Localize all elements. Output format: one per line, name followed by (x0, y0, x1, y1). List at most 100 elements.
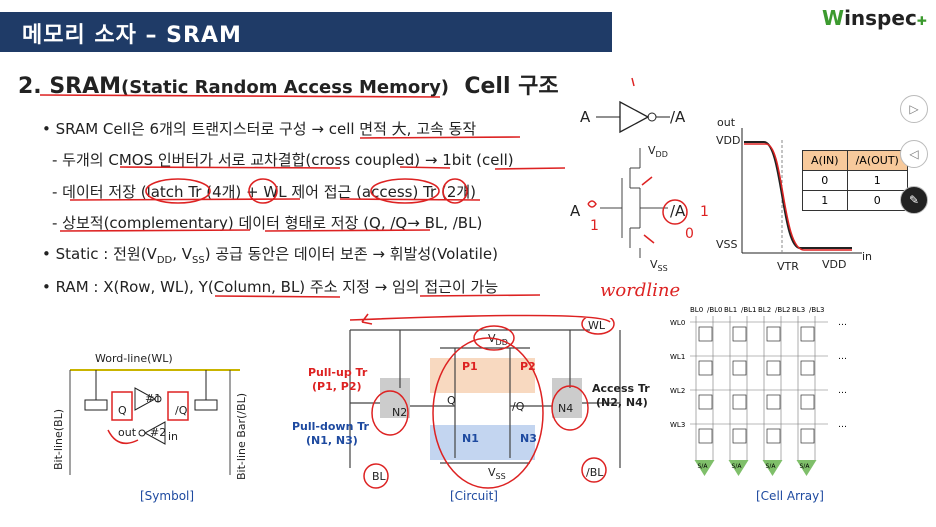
svg-text:VSS: VSS (650, 258, 668, 273)
next-slide-button[interactable]: ▷ (900, 95, 928, 123)
svg-text:(N1, N3): (N1, N3) (306, 434, 358, 447)
svg-text:1: 1 (700, 204, 709, 220)
sram-cell (698, 428, 713, 444)
more-columns-ellipsis: … (838, 352, 847, 362)
sram-cell (732, 360, 747, 376)
svg-text:VDD: VDD (716, 134, 740, 147)
svg-text:in: in (168, 430, 178, 443)
array-row-label: WL3 (670, 421, 685, 429)
svg-text:P2: P2 (520, 360, 536, 373)
svg-text:Word-line(WL): Word-line(WL) (95, 352, 173, 365)
svg-text:/Q: /Q (175, 404, 188, 417)
more-columns-ellipsis: … (838, 318, 847, 328)
array-col-label: /BL1 (741, 306, 757, 314)
sram-cell (698, 360, 713, 376)
sense-amp-label: S/A (800, 463, 811, 470)
svg-text:/BL: /BL (586, 466, 604, 479)
page-title: 메모리 소자 – SRAM (22, 23, 242, 48)
svg-text:P1: P1 (462, 360, 478, 373)
array-col-label: BL3 (792, 306, 805, 314)
bullet-3: - 데이터 저장 (latch Tr (4개) + WL 제어 접근 (acce… (52, 183, 477, 201)
svg-text:VDD: VDD (822, 258, 846, 271)
svg-text:/Q: /Q (512, 400, 525, 413)
bullet-2: - 두개의 CMOS 인버터가 서로 교차결합(cross coupled) →… (52, 151, 514, 169)
svg-text:out: out (118, 426, 137, 439)
winspec-logo: Winspec✚ (822, 6, 927, 30)
svg-text:VSS: VSS (488, 466, 506, 481)
svg-text:#2: #2 (150, 426, 166, 439)
transfer-curve-graph: out in VDD VSS VTR VDD (716, 116, 872, 273)
svg-text:N3: N3 (520, 432, 537, 445)
sense-amp-label: S/A (766, 463, 777, 470)
array-row-label: WL1 (670, 353, 685, 361)
svg-text:A: A (580, 108, 591, 126)
array-col-label: BL2 (758, 306, 771, 314)
array-col-label: /BL2 (775, 306, 791, 314)
svg-text:Bit-line(BL): Bit-line(BL) (52, 409, 65, 470)
svg-text:(N2, N4): (N2, N4) (596, 396, 648, 409)
title-bar: 메모리 소자 – SRAM (0, 12, 612, 52)
more-columns-ellipsis: … (838, 386, 847, 396)
sram-cell (732, 326, 747, 342)
sram-cell (800, 360, 815, 376)
svg-text:Pull-up Tr: Pull-up Tr (308, 366, 368, 379)
pen-tool-button[interactable]: ✎ (900, 186, 928, 214)
svg-text:N4: N4 (558, 402, 573, 415)
array-col-label: BL0 (690, 306, 703, 314)
array-row-label: WL0 (670, 319, 685, 327)
sram-cell (766, 326, 781, 342)
array-col-label: /BL0 (707, 306, 723, 314)
svg-text:Bit-line Bar(/BL): Bit-line Bar(/BL) (235, 393, 248, 480)
bullet-1: • SRAM Cell은 6개의 트랜지스터로 구성 → cell 면적 大, … (42, 120, 477, 138)
svg-text:Pull-down Tr: Pull-down Tr (292, 420, 370, 433)
bullet-6: • RAM : X(Row, WL), Y(Column, BL) 주소 지정 … (42, 278, 499, 296)
sram-cell (800, 326, 815, 342)
inverter-diagram: A /A VDD A /A VSS 1 0 1 (570, 77, 709, 273)
svg-text:(P1, P2): (P1, P2) (312, 380, 362, 393)
array-col-label: BL1 (724, 306, 737, 314)
sense-amp (796, 460, 817, 476)
sram-symbol-diagram: Word-line(WL) Bit-line(BL) Bit-line Bar(… (52, 352, 248, 503)
svg-text:/A: /A (670, 108, 686, 126)
svg-text:N2: N2 (392, 406, 407, 419)
previous-slide-button[interactable]: ◁ (900, 140, 928, 168)
svg-text:VDD: VDD (648, 144, 668, 159)
sram-cell (698, 326, 713, 342)
sram-cell (732, 428, 747, 444)
svg-text:WL: WL (588, 319, 606, 332)
sense-amp-label: S/A (732, 463, 743, 470)
svg-text:VSS: VSS (716, 238, 738, 251)
symbol-caption: [Symbol] (140, 489, 194, 503)
sram-cell (800, 394, 815, 410)
sense-amp-label: S/A (698, 463, 709, 470)
bullet-5: • Static : 전원(VDD, VSS) 공급 동안은 데이터 보존 → … (42, 245, 498, 266)
svg-text:/A: /A (670, 202, 686, 220)
svg-text:Q: Q (447, 394, 456, 407)
sense-amp (762, 460, 783, 476)
svg-text:N1: N1 (462, 432, 479, 445)
svg-text:A: A (570, 202, 581, 220)
svg-text:BL: BL (372, 470, 387, 483)
sense-amp (694, 460, 715, 476)
array-row-label: WL2 (670, 387, 685, 395)
sram-cell (766, 360, 781, 376)
sram-cell (732, 394, 747, 410)
svg-text:out: out (717, 116, 736, 129)
array-caption: [Cell Array] (756, 489, 824, 503)
sram-circuit-diagram: Pull-up Tr (P1, P2) Pull-down Tr (N1, N3… (292, 318, 650, 503)
sram-cell (698, 394, 713, 410)
svg-text:Access Tr: Access Tr (592, 382, 650, 395)
sram-cell (766, 428, 781, 444)
svg-text:#1: #1 (145, 392, 161, 405)
sense-amp (728, 460, 749, 476)
circuit-caption: [Circuit] (450, 489, 498, 503)
svg-text:1: 1 (590, 218, 599, 234)
array-col-label: /BL3 (809, 306, 825, 314)
wordline-annotation: wordline (600, 280, 680, 301)
svg-text:VTR: VTR (777, 260, 799, 273)
svg-text:0: 0 (685, 226, 694, 242)
bullet-4: - 상보적(complementary) 데이터 형태로 저장 (Q, /Q→ … (52, 214, 483, 232)
